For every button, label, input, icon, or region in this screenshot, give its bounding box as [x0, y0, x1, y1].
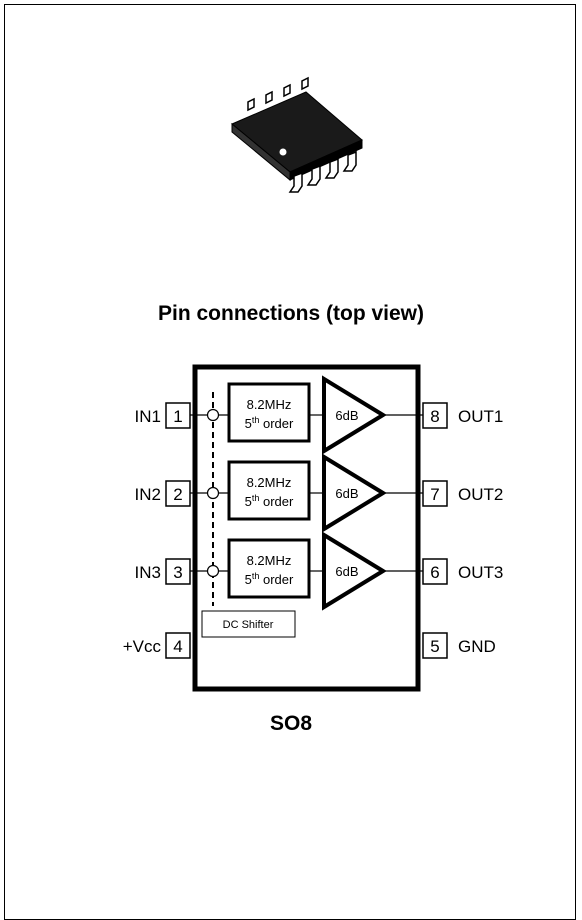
pin-number-1: 1 — [173, 407, 182, 426]
filter-freq-2: 8.2MHz — [247, 475, 292, 490]
pin-label-out2: OUT2 — [458, 485, 503, 504]
filter-order-1: 5th order — [245, 415, 294, 431]
pin-label-out3: OUT3 — [458, 563, 503, 582]
filter-freq-3: 8.2MHz — [247, 553, 292, 568]
pin-box-6 — [422, 558, 448, 585]
pin-box-2 — [165, 480, 191, 507]
dc-shifter-block — [201, 610, 296, 638]
filter-order-3: 5th order — [245, 571, 294, 587]
amplifier-3 — [322, 531, 387, 611]
dc-shifter-label: DC Shifter — [223, 619, 274, 631]
amplifier-1 — [322, 375, 387, 455]
amp-gain-2: 6dB — [335, 486, 358, 501]
filter-freq-1: 8.2MHz — [247, 397, 292, 412]
input-node-3 — [206, 564, 220, 578]
amp-gain-1: 6dB — [335, 408, 358, 423]
pin-number-8: 8 — [430, 407, 439, 426]
pin-label-in3: IN3 — [135, 563, 161, 582]
pin-number-6: 6 — [430, 563, 439, 582]
pin-label-out1: OUT1 — [458, 407, 503, 426]
input-node-1 — [206, 408, 220, 422]
pin-label-vcc: +Vcc — [123, 637, 162, 656]
filter-block-2 — [227, 460, 311, 521]
package-label: SO8 — [269, 712, 313, 735]
pin-number-2: 2 — [173, 485, 182, 504]
pin-label-in1: IN1 — [135, 407, 161, 426]
amplifier-2 — [322, 453, 387, 533]
filter-order-2: 5th order — [245, 493, 294, 509]
pin-box-7 — [422, 480, 448, 507]
pin-number-5: 5 — [430, 637, 439, 656]
ic-body — [192, 364, 421, 692]
pin-number-4: 4 — [173, 637, 182, 656]
amp-gain-3: 6dB — [335, 564, 358, 579]
pin-box-5 — [422, 632, 448, 659]
pin-label-in2: IN2 — [135, 485, 161, 504]
pin-label-gnd: GND — [458, 637, 496, 656]
pin-number-3: 3 — [173, 563, 182, 582]
input-node-2 — [206, 486, 220, 500]
filter-block-1 — [227, 382, 311, 443]
pin-connections-heading: Pin connections (top view) — [157, 302, 425, 325]
so8-package-icon — [231, 76, 363, 193]
pin-box-4 — [165, 632, 191, 659]
pin-number-7: 7 — [430, 485, 439, 504]
filter-block-3 — [227, 538, 311, 599]
